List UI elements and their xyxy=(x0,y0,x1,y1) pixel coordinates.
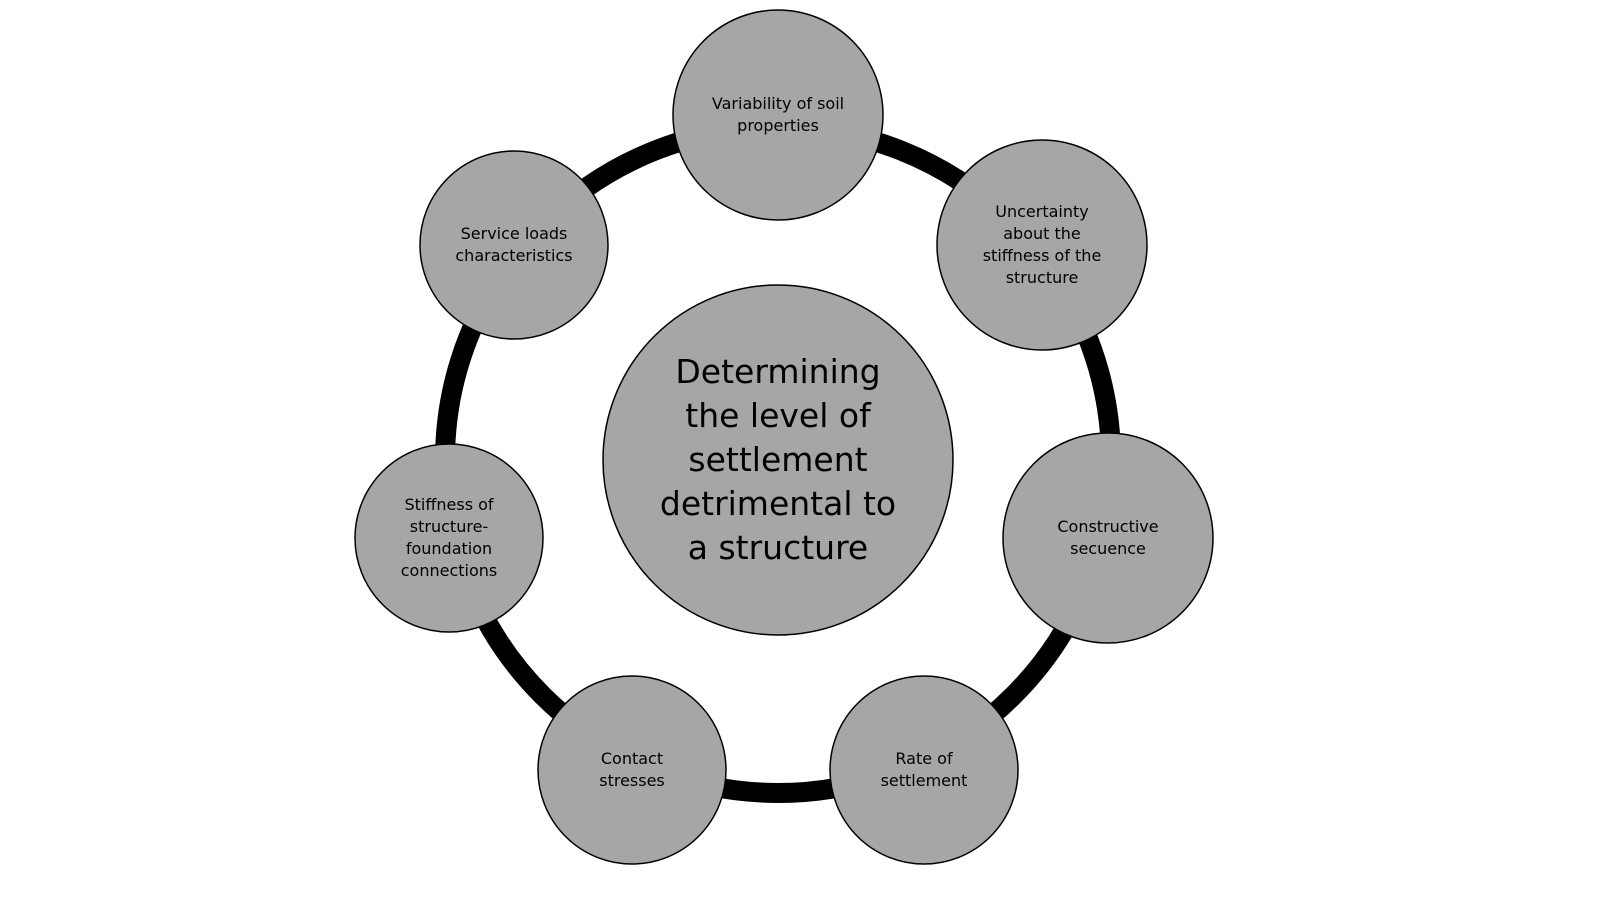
node-circle-service xyxy=(419,150,609,340)
node-label-service: Service loads characteristics xyxy=(455,224,573,265)
node-circle-constructive xyxy=(1002,432,1214,644)
node-circle-contact xyxy=(537,675,727,865)
node-circle-soil xyxy=(672,9,884,221)
node-circle-stiffness xyxy=(354,443,544,633)
node-label-soil: Variability of soil properties xyxy=(711,94,845,135)
center-label: Determining the level of settlement detr… xyxy=(659,352,897,567)
node-label-uncertainty: Uncertainty about the stiffness of the s… xyxy=(982,202,1102,287)
node-label-rate: Rate of settlement xyxy=(880,749,968,790)
node-circle-rate xyxy=(829,675,1019,865)
node-label-contact: Contact stresses xyxy=(599,749,665,790)
center-circle xyxy=(602,284,954,636)
node-circle-uncertainty xyxy=(936,139,1148,351)
node-label-stiffness: Stiffness of structure- foundation conne… xyxy=(400,495,498,580)
node-label-constructive: Constructive secuence xyxy=(1057,517,1159,558)
